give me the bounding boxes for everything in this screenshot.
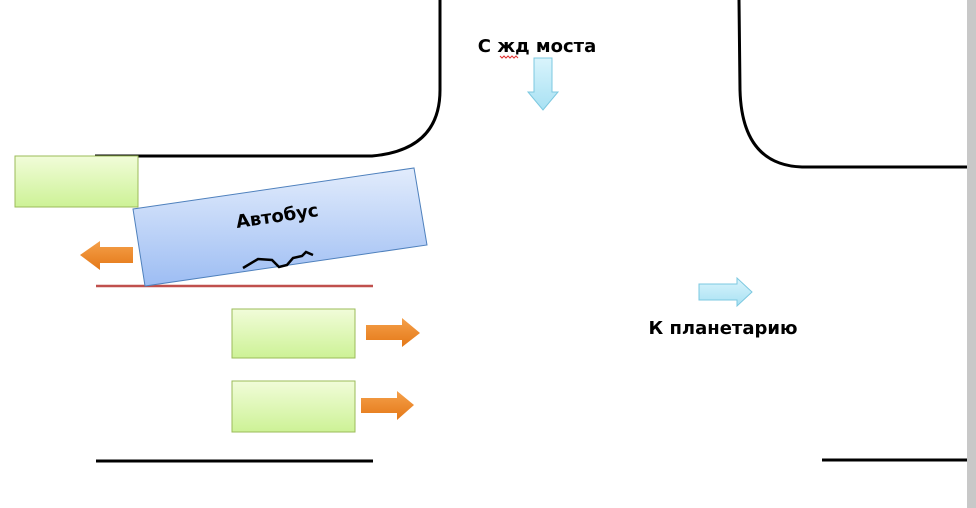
arrow-right-icon (366, 318, 420, 347)
damage-mark (242, 250, 314, 270)
car-bottom (231, 380, 356, 433)
road-edge-top-right (737, 0, 967, 169)
car-top-left (14, 155, 139, 208)
arrow-right-icon (698, 276, 753, 308)
to-planetarium-label: К планетарию (649, 318, 798, 339)
right-edge-bar (967, 0, 976, 508)
from-bridge-label: С жд моста (478, 36, 597, 57)
arrow-left-icon (80, 241, 133, 270)
arrow-down-icon (526, 57, 560, 111)
road-edge-top-left (95, 0, 442, 158)
bus: Автобус (132, 167, 428, 287)
spellcheck-underline (499, 55, 519, 59)
car-middle (231, 308, 356, 359)
arrow-right-icon (361, 391, 414, 420)
